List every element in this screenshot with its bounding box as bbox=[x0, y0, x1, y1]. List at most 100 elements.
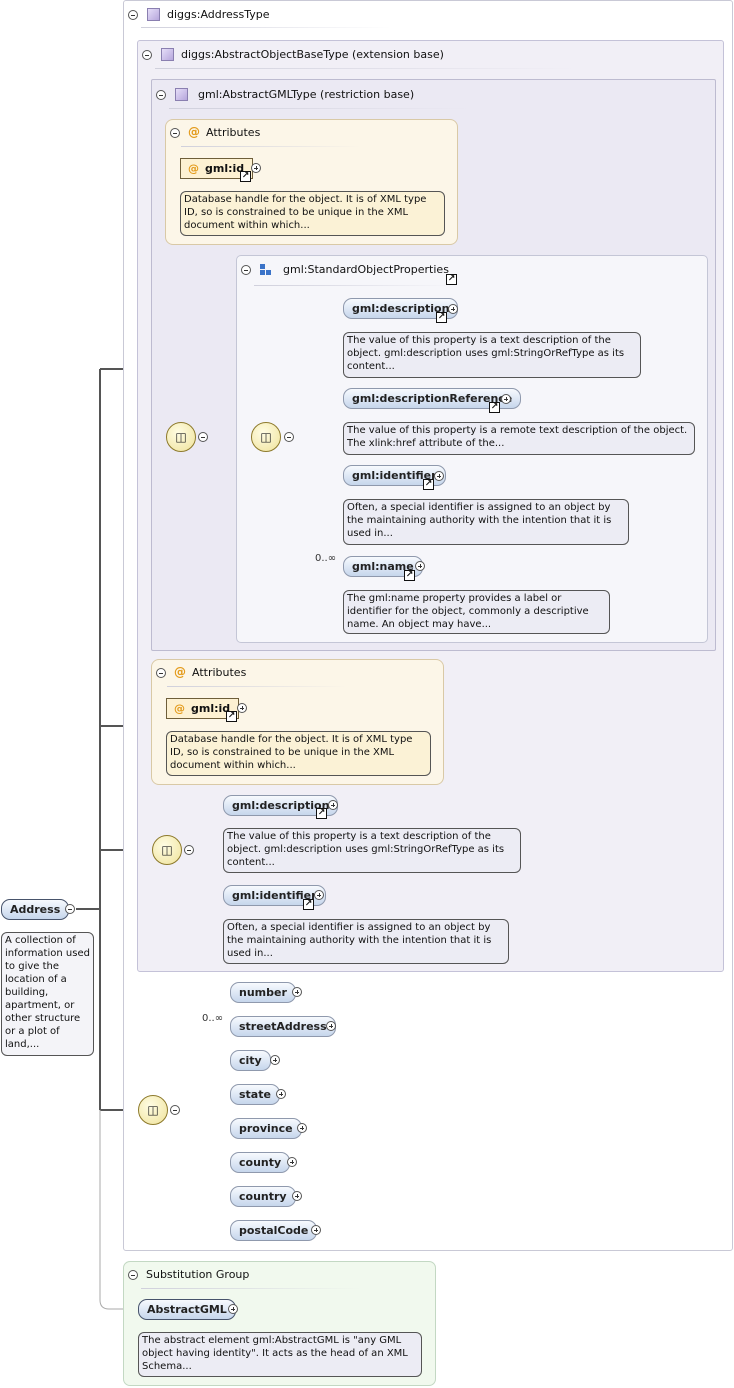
complex-type-icon bbox=[161, 48, 174, 61]
element-documentation: The gml:name property provides a label o… bbox=[343, 590, 610, 634]
expand-icon[interactable] bbox=[448, 304, 458, 314]
cardinality-label: 0..∞ bbox=[315, 553, 337, 564]
expand-icon[interactable] bbox=[292, 987, 302, 997]
element-province[interactable]: province bbox=[230, 1118, 302, 1139]
collapse-icon[interactable] bbox=[156, 668, 166, 678]
element-gml-identifier[interactable]: gml:identifier bbox=[343, 465, 446, 486]
element-documentation: Often, a special identifier is assigned … bbox=[223, 919, 509, 964]
reference-link-icon[interactable]: ↗ bbox=[404, 570, 415, 581]
element-name: gml:description bbox=[232, 799, 330, 812]
title-separator bbox=[155, 68, 575, 69]
attribute-icon: @ bbox=[188, 162, 199, 175]
element-country[interactable]: country bbox=[230, 1186, 296, 1207]
reference-link-icon[interactable]: ↗ bbox=[423, 479, 434, 490]
element-gml-description[interactable]: gml:description bbox=[223, 795, 339, 816]
group-title: gml:StandardObjectProperties bbox=[283, 263, 449, 276]
element-documentation: The abstract element gml:AbstractGML is … bbox=[138, 1332, 422, 1377]
reference-link-icon[interactable]: ↗ bbox=[303, 899, 314, 910]
collapse-icon[interactable] bbox=[241, 265, 251, 275]
element-documentation: The value of this property is a text des… bbox=[223, 828, 521, 873]
reference-link-icon[interactable]: ↗ bbox=[226, 711, 237, 722]
expand-icon[interactable] bbox=[328, 800, 338, 810]
element-documentation: A collection of information used to give… bbox=[1, 932, 94, 1056]
expand-icon[interactable] bbox=[311, 1225, 321, 1235]
element-name: gml:description bbox=[352, 302, 450, 315]
root-element-address[interactable]: Address bbox=[1, 899, 70, 920]
element-state[interactable]: state bbox=[230, 1084, 280, 1105]
title-separator bbox=[167, 686, 347, 687]
title-separator bbox=[169, 108, 469, 109]
collapse-icon[interactable] bbox=[184, 845, 194, 855]
element-gml-description-reference[interactable]: gml:descriptionReference bbox=[343, 388, 522, 409]
reference-link-icon[interactable]: ↗ bbox=[436, 312, 447, 323]
complex-type-icon bbox=[175, 88, 188, 101]
expand-icon[interactable] bbox=[314, 890, 324, 900]
collapse-icon[interactable] bbox=[198, 432, 208, 442]
element-name: Address bbox=[10, 903, 61, 916]
cardinality-label: 0..∞ bbox=[202, 1013, 224, 1024]
expand-icon[interactable] bbox=[251, 163, 261, 173]
expand-icon[interactable] bbox=[501, 394, 511, 404]
element-documentation: The value of this property is a text des… bbox=[343, 332, 641, 378]
reference-link-icon[interactable]: ↗ bbox=[489, 402, 500, 413]
complex-type-icon bbox=[147, 8, 160, 21]
attribute-icon: @ bbox=[174, 702, 185, 715]
restriction-panel-title: gml:AbstractGMLType (restriction base) bbox=[198, 88, 415, 101]
element-documentation: The value of this property is a remote t… bbox=[343, 422, 695, 455]
element-city[interactable]: city bbox=[230, 1050, 271, 1071]
element-county[interactable]: county bbox=[230, 1152, 291, 1173]
expand-icon[interactable] bbox=[270, 1055, 280, 1065]
attribute-documentation: Database handle for the object. It is of… bbox=[180, 191, 445, 236]
title-separator bbox=[141, 1288, 361, 1289]
element-street-address[interactable]: streetAddress bbox=[230, 1016, 336, 1037]
element-documentation: Often, a special identifier is assigned … bbox=[343, 499, 629, 545]
attribute-group-icon: @ bbox=[174, 665, 186, 679]
element-name: gml:name bbox=[352, 560, 414, 573]
attributes-title: Attributes bbox=[192, 666, 247, 679]
reference-link-icon[interactable]: ↗ bbox=[446, 274, 457, 285]
collapse-icon[interactable] bbox=[284, 432, 294, 442]
attribute-gml-id[interactable]: @ gml:id bbox=[166, 698, 240, 719]
group-icon bbox=[260, 264, 273, 277]
sequence-compositor-icon[interactable]: ◫ bbox=[152, 835, 182, 865]
substitution-group-title: Substitution Group bbox=[146, 1268, 250, 1281]
element-postal-code[interactable]: postalCode bbox=[230, 1220, 318, 1241]
sequence-compositor-icon[interactable]: ◫ bbox=[166, 422, 196, 452]
attribute-name: gml:id bbox=[191, 702, 231, 715]
expand-icon[interactable] bbox=[434, 471, 444, 481]
reference-link-icon[interactable]: ↗ bbox=[316, 808, 327, 819]
element-name: number bbox=[239, 986, 287, 999]
element-name: city bbox=[239, 1054, 262, 1067]
element-gml-identifier[interactable]: gml:identifier bbox=[223, 885, 326, 906]
collapse-icon[interactable] bbox=[156, 90, 166, 100]
collapse-icon[interactable] bbox=[128, 1270, 138, 1280]
element-gml-name[interactable]: gml:name bbox=[343, 556, 423, 577]
title-separator bbox=[254, 285, 454, 286]
sequence-compositor-icon[interactable]: ◫ bbox=[138, 1095, 168, 1125]
collapse-icon[interactable] bbox=[128, 10, 138, 20]
expand-icon[interactable] bbox=[228, 1304, 238, 1314]
collapse-icon[interactable] bbox=[65, 904, 75, 914]
expand-icon[interactable] bbox=[415, 561, 425, 571]
element-name: state bbox=[239, 1088, 271, 1101]
element-gml-description[interactable]: gml:description bbox=[343, 298, 459, 319]
element-name: AbstractGML bbox=[147, 1303, 227, 1316]
title-separator bbox=[141, 27, 391, 28]
element-name: streetAddress bbox=[239, 1020, 327, 1033]
reference-link-icon[interactable]: ↗ bbox=[240, 171, 251, 182]
collapse-icon[interactable] bbox=[142, 50, 152, 60]
expand-icon[interactable] bbox=[297, 1123, 307, 1133]
element-name: gml:identifier bbox=[352, 469, 437, 482]
expand-icon[interactable] bbox=[292, 1191, 302, 1201]
expand-icon[interactable] bbox=[237, 703, 247, 713]
expand-icon[interactable] bbox=[287, 1157, 297, 1167]
element-abstract-gml[interactable]: AbstractGML bbox=[138, 1299, 236, 1320]
type-panel-title: diggs:AddressType bbox=[167, 8, 270, 21]
collapse-icon[interactable] bbox=[170, 1105, 180, 1115]
attributes-title: Attributes bbox=[206, 126, 261, 139]
element-number[interactable]: number bbox=[230, 982, 296, 1003]
sequence-compositor-icon[interactable]: ◫ bbox=[251, 422, 281, 452]
expand-icon[interactable] bbox=[276, 1089, 286, 1099]
collapse-icon[interactable] bbox=[170, 128, 180, 138]
expand-icon[interactable] bbox=[326, 1021, 336, 1031]
